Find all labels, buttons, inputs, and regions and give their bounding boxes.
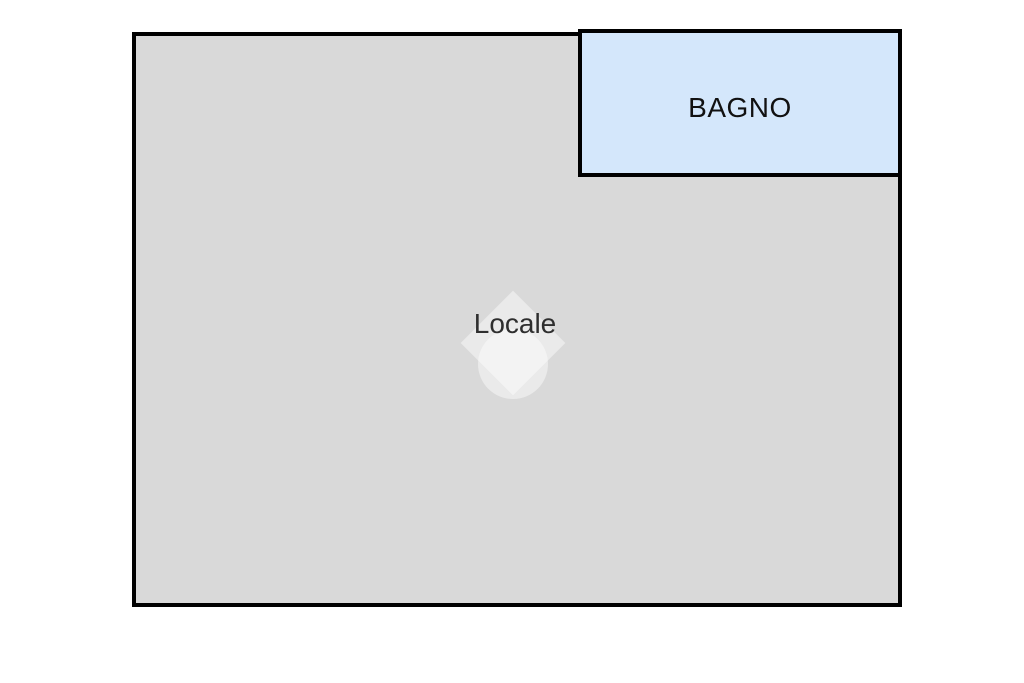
room-bagno: BAGNO — [578, 29, 902, 177]
room-locale-label: Locale — [473, 308, 557, 339]
watermark-circle-icon — [478, 329, 548, 399]
room-bagno-label: BAGNO — [688, 92, 792, 123]
